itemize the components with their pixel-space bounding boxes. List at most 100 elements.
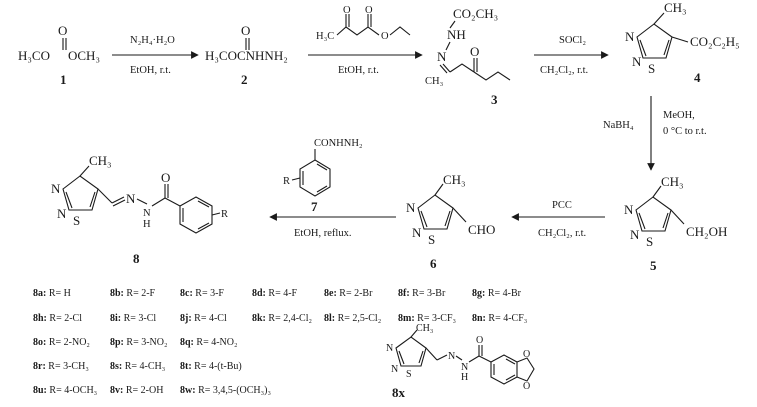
- substituent-id: 8n:: [472, 313, 488, 324]
- substituent-value: R= 4-CH₃: [125, 361, 166, 372]
- c6-n1: N: [406, 200, 416, 215]
- c8x-s: S: [406, 369, 412, 380]
- substituent-id: 8k:: [252, 313, 268, 324]
- c4-number: 4: [694, 70, 701, 85]
- r3-top: SOCl₂: [559, 35, 586, 46]
- c3-number: 3: [491, 92, 498, 107]
- substituent-id: 8u:: [33, 385, 49, 396]
- compound-3: CO₂CH₃ NH N CH₃ O 3: [425, 6, 511, 107]
- c8x-n2: N: [391, 364, 398, 375]
- substituent-value: R= 4-F: [268, 288, 297, 299]
- c6-number: 6: [430, 256, 437, 271]
- r4-right2: 0 °C to r.t.: [663, 126, 707, 137]
- substituent-8t: 8t: R= 4-(t-Bu): [180, 361, 242, 372]
- c3-top: CO₂CH₃: [453, 6, 498, 21]
- substituent-value: R= 3-CH₃: [48, 361, 89, 372]
- c1-number: 1: [60, 72, 67, 87]
- substituent-8j: 8j: R= 4-Cl: [180, 313, 227, 324]
- substituent-value: R= 2,5-Cl₂: [338, 313, 382, 324]
- substituent-value: R= 4-Cl: [194, 313, 227, 324]
- substituent-id: 8e:: [324, 288, 339, 299]
- c8x-ring-o1: O: [523, 349, 530, 360]
- c3-nh: NH: [447, 27, 466, 42]
- c6-sub: CHO: [468, 222, 495, 237]
- substituent-8l: 8l: R= 2,5-Cl₂: [324, 313, 381, 324]
- substituent-id: 8q:: [180, 337, 196, 348]
- substituent-value: R= 2-F: [126, 288, 155, 299]
- c6-methyl: CH₃: [443, 172, 466, 187]
- c7-top: CONHNH₂: [314, 138, 363, 149]
- c8-number: 8: [133, 251, 140, 266]
- substituent-id: 8g:: [472, 288, 488, 299]
- substituent-id: 8h:: [33, 313, 49, 324]
- r5-bottom: CH₂Cl₂, r.t.: [538, 228, 586, 239]
- substituent-8f: 8f: R= 3-Br: [398, 288, 446, 299]
- c4-n2: N: [632, 54, 642, 69]
- r2-bottom: EtOH, r.t.: [338, 65, 379, 76]
- r1-bottom: EtOH, r.t.: [130, 65, 171, 76]
- substituent-8c: 8c: R= 3-F: [180, 288, 224, 299]
- substituent-id: 8t:: [180, 361, 194, 372]
- substituent-8q: 8q: R= 4-NO₂: [180, 337, 237, 348]
- substituent-value: R= 3-CF₃: [417, 313, 456, 324]
- svg-text:H₃C: H₃C: [316, 31, 334, 42]
- c3-carbonyl-o: O: [470, 44, 479, 59]
- substituent-value: R= 2,4-Cl₂: [268, 313, 312, 324]
- r6-bottom: EtOH, reflux.: [294, 228, 351, 239]
- c8x-methyl: CH₃: [416, 323, 433, 334]
- r3-bottom: CH₂Cl₂, r.t.: [540, 65, 588, 76]
- substituent-value: R= 3-Cl: [124, 313, 157, 324]
- c3-n: N: [437, 49, 447, 64]
- substituent-value: R= 3-Br: [412, 288, 446, 299]
- substituent-8b: 8b: R= 2-F: [110, 288, 156, 299]
- substituent-id: 8s:: [110, 361, 125, 372]
- substituent-id: 8m:: [398, 313, 417, 324]
- c5-methyl: CH₃: [661, 174, 684, 189]
- c8x-imine-n: N: [448, 351, 455, 362]
- substituent-8d: 8d: R= 4-F: [252, 288, 298, 299]
- r4-right1: MeOH,: [663, 110, 695, 121]
- c8-n1: N: [51, 181, 61, 196]
- c2-number: 2: [241, 72, 248, 87]
- r1-top: N₂H₄·H₂O: [130, 35, 175, 46]
- c2-carbonyl-o: O: [241, 23, 250, 38]
- substituent-id: 8d:: [252, 288, 268, 299]
- substituent-id: 8w:: [180, 385, 198, 396]
- c1-carbonyl-o: O: [58, 23, 67, 38]
- c8-n2: N: [57, 206, 67, 221]
- compound-8x: CH₃ N N S N N H O O O 8x: [386, 323, 535, 400]
- substituent-8e: 8e: R= 2-Br: [324, 288, 373, 299]
- substituent-id: 8v:: [110, 385, 126, 396]
- c2-formula: H₃COCNHNH₂: [205, 48, 288, 63]
- c8-carbonyl-o: O: [161, 170, 170, 185]
- compound-5: CH₃ CH₂OH N N S 5: [624, 174, 727, 273]
- svg-text:O: O: [381, 31, 389, 42]
- substituent-value: R= 2-Cl: [49, 313, 82, 324]
- substituent-id: 8b:: [110, 288, 126, 299]
- substituent-id: 8p:: [110, 337, 126, 348]
- substituent-8g: 8g: R= 4-Br: [472, 288, 522, 299]
- substituent-8n: 8n: R= 4-CF₃: [472, 313, 527, 324]
- substituent-value: R= 3-NO₂: [126, 337, 167, 348]
- substituent-8u: 8u: R= 4-OCH₃: [33, 385, 97, 396]
- r5-top: PCC: [552, 200, 572, 211]
- substituent-8p: 8p: R= 3-NO₂: [110, 337, 167, 348]
- substituent-value: R= 3-F: [195, 288, 224, 299]
- substituent-value: R= 4-NO₂: [196, 337, 237, 348]
- substituent-id: 8i:: [110, 313, 124, 324]
- c8-s: S: [73, 213, 80, 228]
- c4-ester: CO₂C₂H₅: [690, 34, 740, 49]
- c8x-nh: N: [461, 362, 468, 373]
- substituent-8s: 8s: R= 4-CH₃: [110, 361, 165, 372]
- c7-r: R: [283, 176, 290, 187]
- substituent-value: R= 4-CF₃: [488, 313, 527, 324]
- substituent-id: 8l:: [324, 313, 338, 324]
- c4-s: S: [648, 61, 655, 76]
- c5-sub: CH₂OH: [686, 224, 727, 239]
- substituent-id: 8o:: [33, 337, 49, 348]
- compound-1: H₃CO OCH₃ O 1: [18, 23, 100, 87]
- c8-imine-n: N: [126, 191, 136, 206]
- c5-s: S: [646, 234, 653, 249]
- substituent-8i: 8i: R= 3-Cl: [110, 313, 156, 324]
